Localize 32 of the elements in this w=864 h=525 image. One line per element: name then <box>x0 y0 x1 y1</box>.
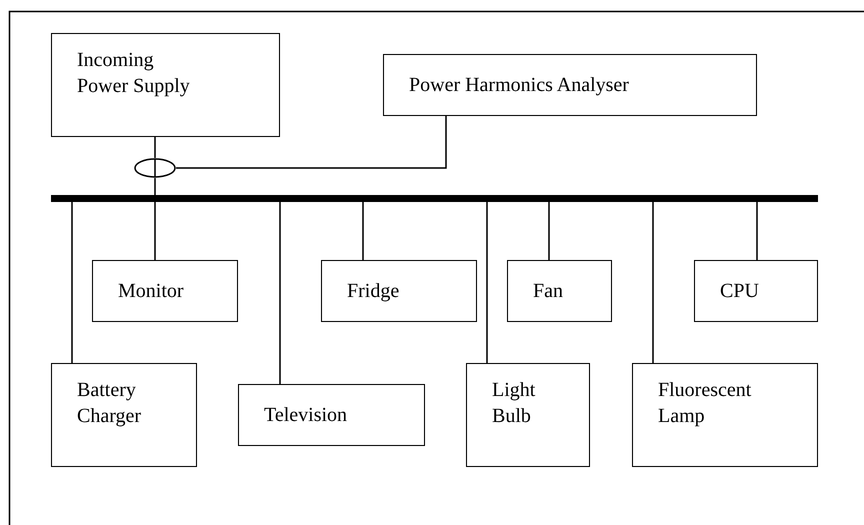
device-box <box>466 363 590 467</box>
device-box <box>238 384 425 446</box>
box-label: CPU <box>720 279 759 304</box>
box-label: Fluorescent Lamp <box>658 378 752 429</box>
device-box <box>321 260 477 322</box>
box-label: Monitor <box>118 279 184 304</box>
connector-line <box>486 202 488 363</box>
device-box <box>632 363 818 467</box>
box-label: Fridge <box>347 279 400 304</box>
device-box <box>383 54 757 116</box>
box-label: Fan <box>533 279 563 304</box>
connector-line <box>652 202 654 363</box>
connector-line <box>756 202 758 260</box>
connector-line <box>154 202 156 260</box>
box-label: Television <box>264 403 348 428</box>
connector-line <box>548 202 550 260</box>
connector-line <box>154 178 156 195</box>
connector-line <box>279 202 281 384</box>
device-box <box>92 260 238 322</box>
device-box <box>51 33 280 137</box>
device-box <box>694 260 818 322</box>
connector-line <box>176 116 447 169</box>
device-box <box>51 363 197 467</box>
connector-line <box>154 137 156 158</box>
connector-line <box>362 202 364 260</box>
box-label: Battery Charger <box>77 378 142 429</box>
connector-line <box>71 202 73 363</box>
box-label: Incoming Power Supply <box>77 48 191 99</box>
bus-bar <box>51 195 818 202</box>
box-label: Power Harmonics Analyser <box>409 73 629 98</box>
device-box <box>507 260 612 322</box>
box-label: Light Bulb <box>492 378 536 429</box>
